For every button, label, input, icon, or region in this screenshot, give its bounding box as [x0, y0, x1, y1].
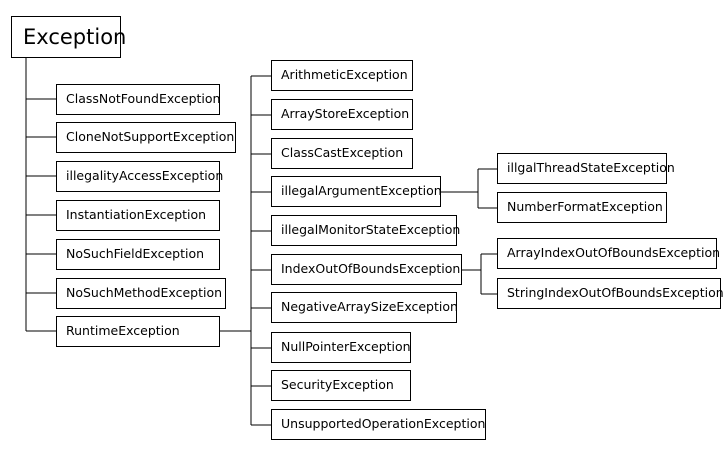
node-illegality-access-exception: illegalityAccessException — [56, 161, 223, 192]
node-array-store-exception: ArrayStoreException — [271, 99, 413, 130]
node-no-such-field-exception: NoSuchFieldException — [56, 239, 220, 270]
node-security-exception: SecurityException — [271, 370, 411, 401]
node-array-index-out-of-bounds-exception: ArrayIndexOutOfBoundsException — [497, 238, 720, 269]
node-null-pointer-exception: NullPointerException — [271, 332, 411, 363]
node-string-index-out-of-bounds-exception: StringIndexOutOfBoundsException — [497, 278, 724, 309]
node-index-out-of-bounds-exception: IndexOutOfBoundsException — [271, 254, 462, 285]
node-illegal-argument-exception: illegalArgumentException — [271, 176, 442, 207]
node-runtime-exception: RuntimeException — [56, 316, 220, 347]
node-number-format-exception: NumberFormatException — [497, 192, 667, 223]
node-no-such-method-exception: NoSuchMethodException — [56, 278, 226, 309]
node-instantiation-exception: InstantiationException — [56, 200, 220, 231]
node-arithmetic-exception: ArithmeticException — [271, 60, 413, 91]
node-illgal-thread-state-exception: illgalThreadStateException — [497, 153, 675, 184]
node-class-not-found-exception: ClassNotFoundException — [56, 84, 220, 115]
node-unsupported-operation-exception: UnsupportedOperationException — [271, 409, 486, 440]
node-exception: Exception — [11, 16, 126, 58]
node-class-cast-exception: ClassCastException — [271, 138, 413, 169]
node-illegal-monitor-state-exception: illegalMonitorStateException — [271, 215, 460, 246]
node-clone-not-support-exception: CloneNotSupportException — [56, 122, 236, 153]
node-negative-array-size-exception: NegativeArraySizeException — [271, 292, 458, 323]
